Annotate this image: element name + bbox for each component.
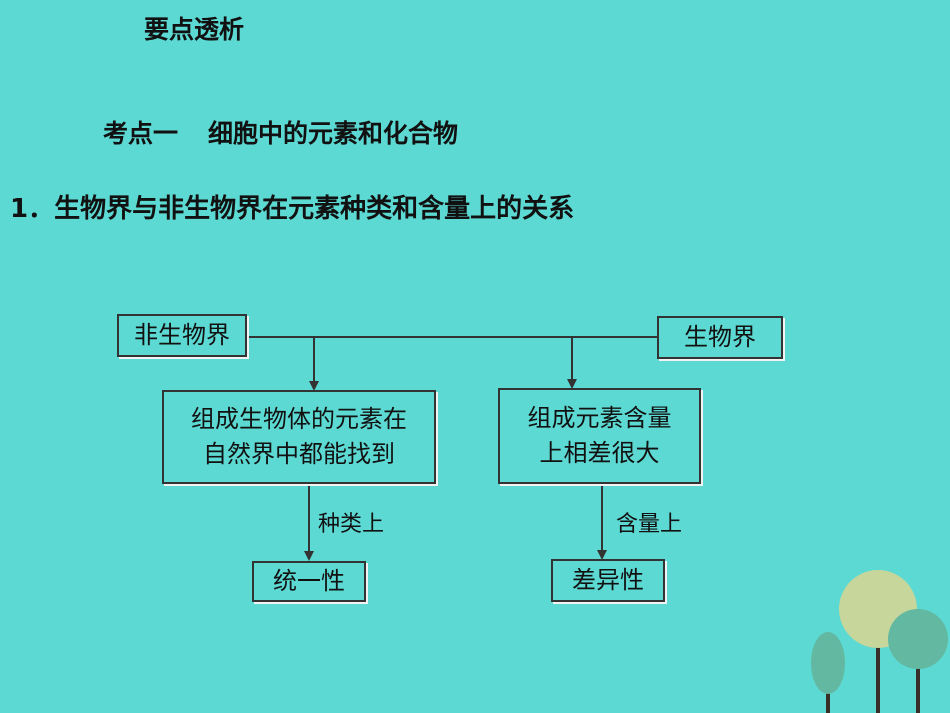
node-composition-line2: 自然界中都能找到: [203, 440, 395, 468]
node-content: 组成元素含量 上相差很大: [498, 388, 701, 484]
edge-label-kind: 种类上: [318, 512, 385, 537]
point-heading: 1．生物界与非生物界在元素种类和含量上的关系: [10, 194, 575, 224]
node-unity: 统一性: [252, 561, 366, 602]
tree-trunk-large: [876, 645, 880, 713]
node-content-line1: 组成元素含量: [527, 404, 672, 433]
node-nonliving: 非生物界: [117, 314, 247, 357]
tree-crown-medium: [888, 609, 948, 669]
decorative-trees: [811, 570, 948, 713]
tree-crown-small: [811, 632, 845, 694]
subtitle-label: 考点一: [103, 119, 179, 148]
node-content-line2: 上相差很大: [539, 439, 660, 467]
node-composition: 组成生物体的元素在 自然界中都能找到: [162, 390, 436, 484]
node-difference: 差异性: [551, 559, 665, 602]
page-title: 要点透析: [144, 15, 245, 44]
node-composition-line1: 组成生物体的元素在: [191, 405, 407, 434]
section-subtitle: 考点一细胞中的元素和化合物: [103, 114, 458, 150]
tree-trunk-medium: [916, 665, 920, 713]
edge-label-amount: 含量上: [616, 512, 683, 537]
node-living: 生物界: [657, 316, 783, 359]
subtitle-text: 细胞中的元素和化合物: [208, 119, 459, 148]
